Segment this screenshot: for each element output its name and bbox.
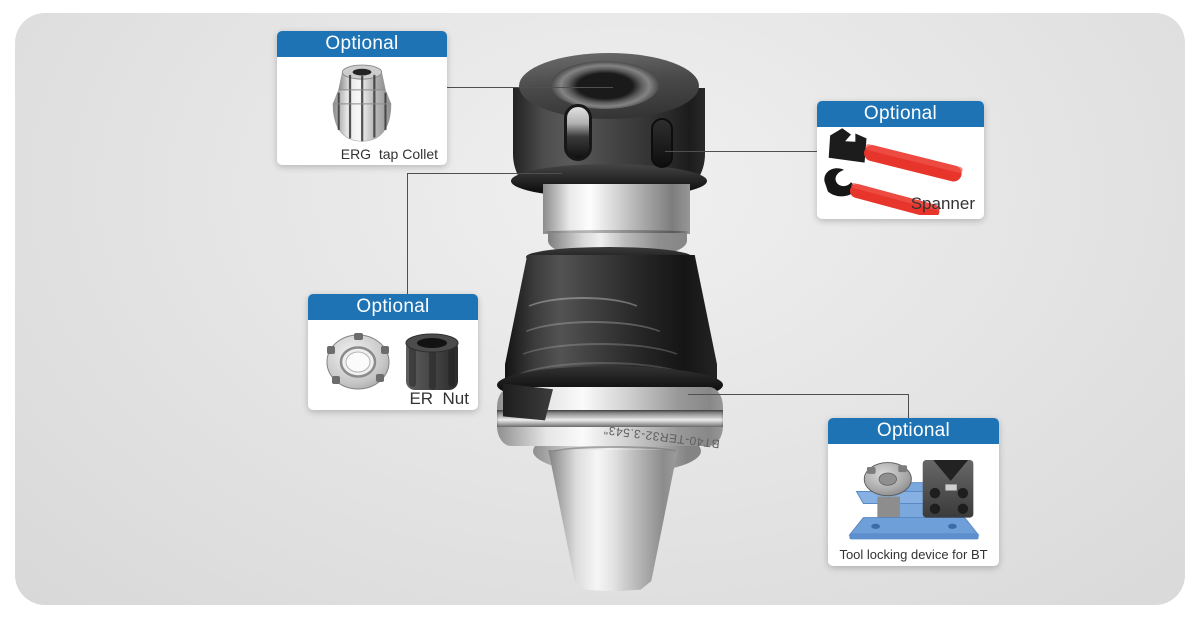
barrel-highlight	[520, 297, 646, 331]
locking-device-image	[848, 459, 979, 540]
callout-collet-caption: ERG tap Collet	[340, 146, 438, 162]
collar-seam	[545, 230, 688, 234]
callout-er-nut-caption: ER Nut	[409, 389, 469, 408]
nut-spanner-slot-right	[651, 118, 673, 168]
callout-er-nut-header: Optional	[308, 294, 478, 320]
collet-image	[332, 64, 392, 142]
callout-collet-header: Optional	[277, 31, 447, 57]
callout-er-nut: Optional	[308, 294, 478, 410]
callout-locking: Optional	[828, 418, 999, 566]
gripper-groove	[497, 410, 723, 427]
callout-spanner-caption: Spanner	[910, 194, 975, 213]
barrel-highlight	[516, 321, 670, 359]
taper-top-edge	[549, 446, 681, 460]
nut-spanner-slot-left	[564, 104, 592, 161]
callout-spanner-header: Optional	[817, 101, 984, 127]
barrel-highlight	[509, 362, 697, 404]
leader-line-locking-h	[688, 394, 909, 395]
spanner-image	[823, 128, 963, 215]
leader-line-collet	[447, 87, 613, 88]
leader-line-ernut-h	[407, 173, 562, 174]
leader-line-ernut-v	[407, 173, 408, 294]
callout-locking-caption: Tool locking device for BT	[839, 547, 988, 562]
callout-collet: Optional	[277, 31, 447, 165]
drive-key-notch	[503, 383, 553, 421]
barrel-highlight	[512, 343, 688, 383]
er-nut-image	[326, 333, 459, 390]
leader-line-locking-v	[908, 394, 909, 418]
chrome-collar	[543, 184, 690, 234]
callout-spanner: Optional Spanner	[817, 101, 984, 219]
leader-line-spanner	[665, 151, 817, 152]
collet-bore	[551, 61, 659, 109]
callout-locking-header: Optional	[828, 418, 999, 444]
